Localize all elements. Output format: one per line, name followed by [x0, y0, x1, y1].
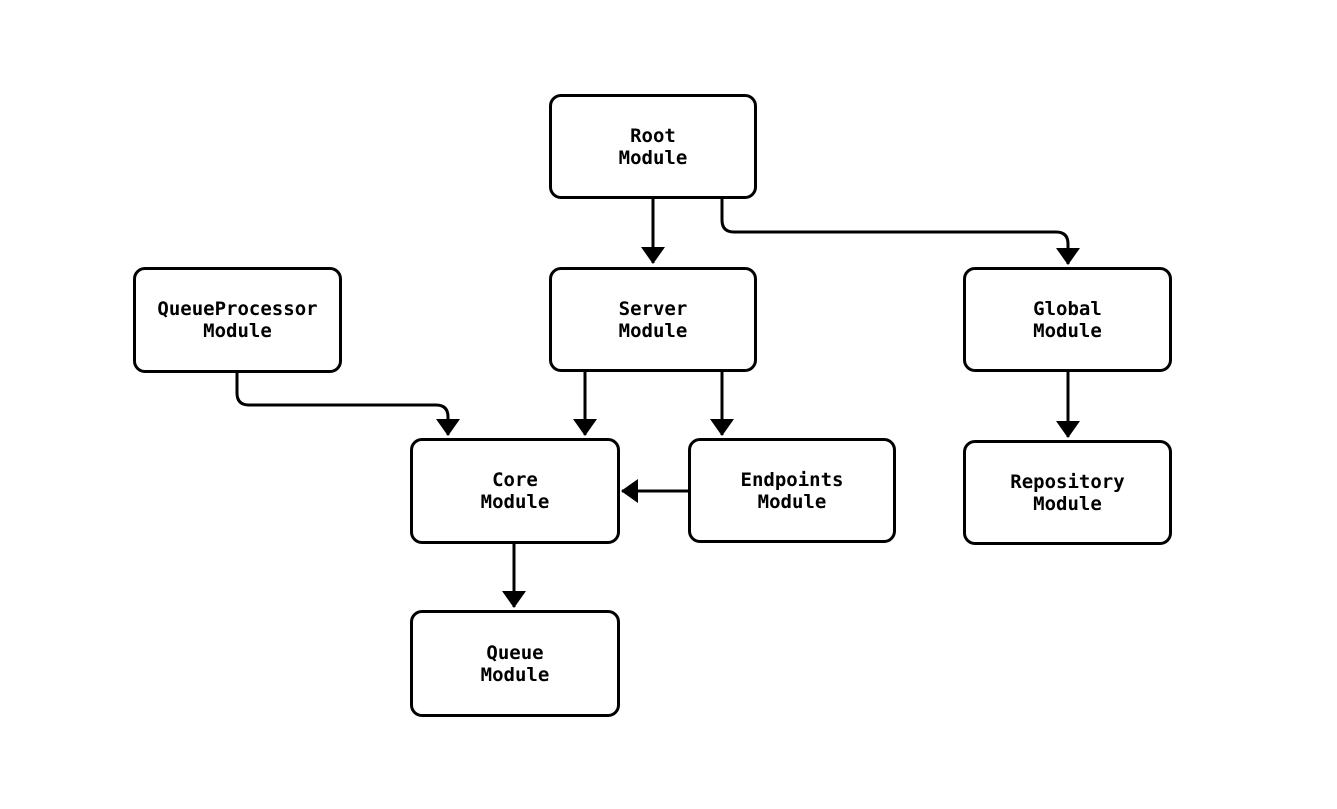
edge-queueprocessor-to-core — [235, 373, 460, 436]
edge-root-to-global — [720, 199, 1080, 265]
node-label: Core Module — [480, 469, 550, 513]
node-root-module: Root Module — [549, 94, 757, 199]
node-label: Server Module — [618, 297, 688, 342]
node-label: Endpoints Module — [740, 468, 844, 513]
node-label: QueueProcessor Module — [157, 298, 318, 342]
node-queue-module: Queue Module — [410, 610, 620, 717]
node-endpoints-module: Endpoints Module — [688, 438, 896, 543]
node-repository-module: Repository Module — [963, 440, 1172, 545]
node-queueprocessor-module: QueueProcessor Module — [133, 267, 342, 373]
node-label: Queue Module — [480, 641, 550, 686]
node-label: Global Module — [1033, 297, 1102, 342]
node-global-module: Global Module — [963, 267, 1172, 372]
node-core-module: Core Module — [410, 438, 620, 544]
node-server-module: Server Module — [549, 267, 757, 372]
node-label: Repository Module — [1010, 470, 1125, 515]
node-label: Root Module — [618, 124, 688, 169]
